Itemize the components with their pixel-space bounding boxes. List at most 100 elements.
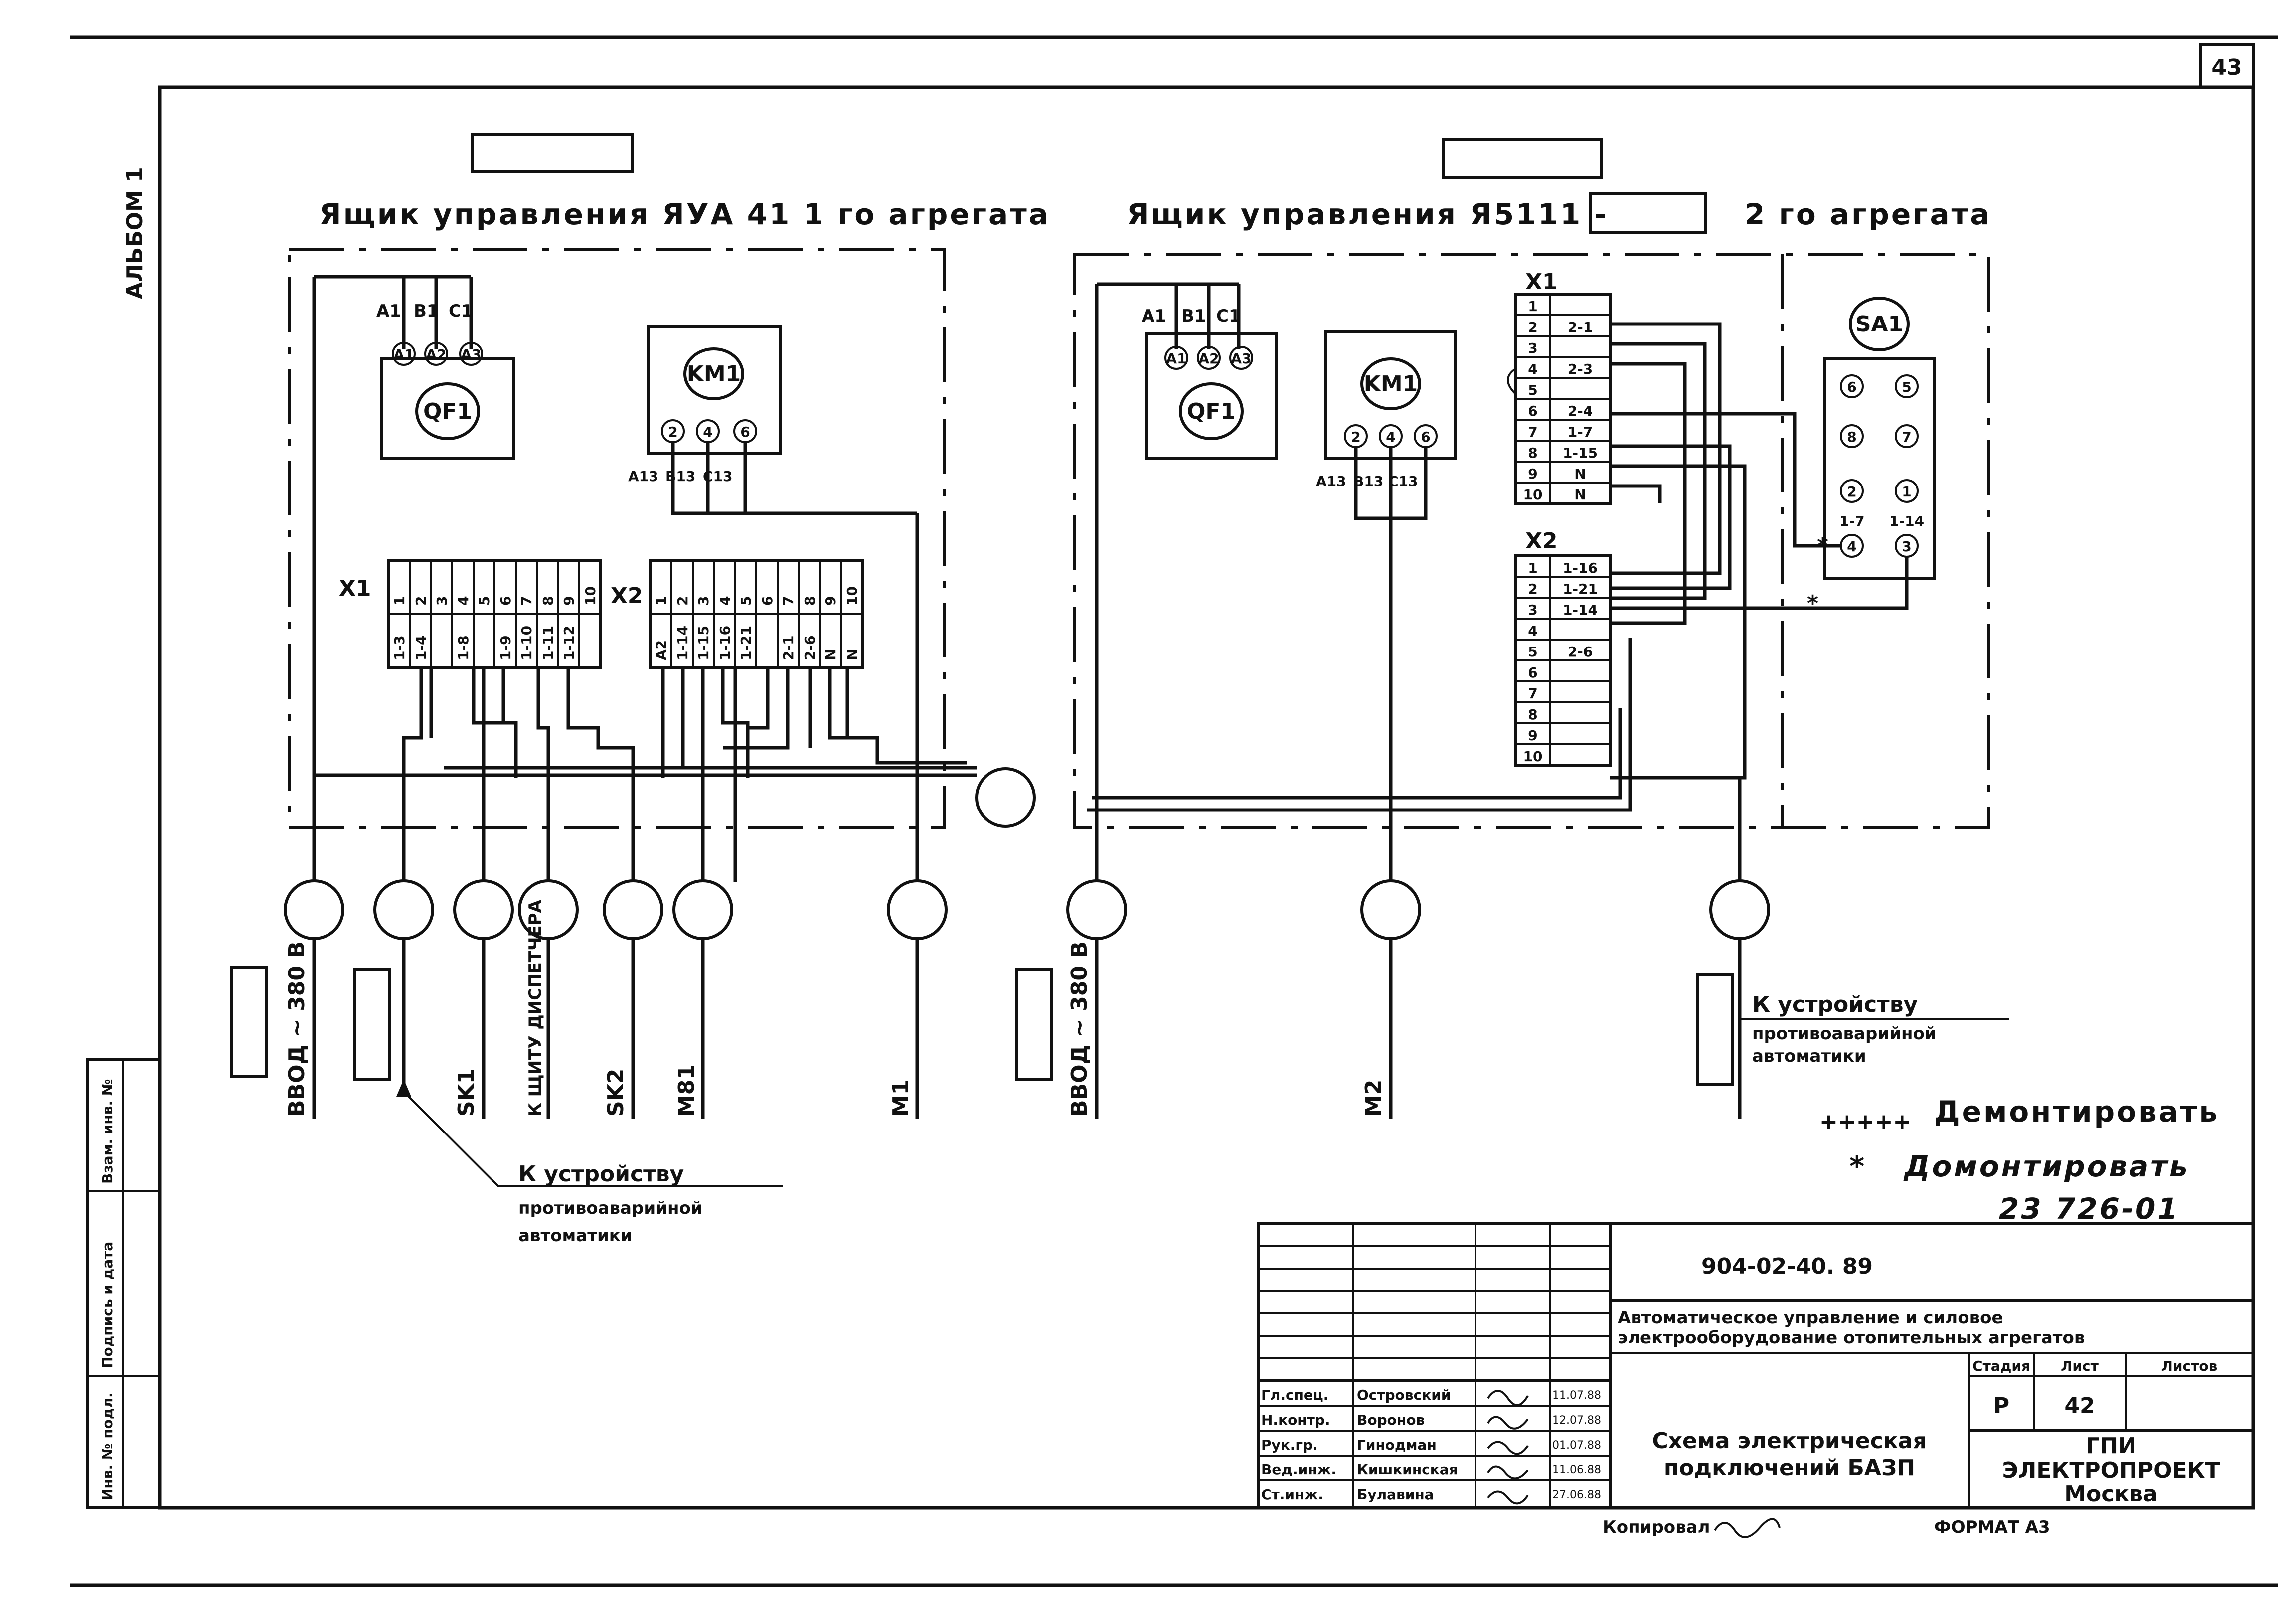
right-km1-terminal: 4 <box>1386 429 1395 445</box>
right-qf1-label: QF1 <box>1187 399 1236 424</box>
signature <box>1487 1490 1529 1505</box>
right-x1-mark: 2-3 <box>1568 361 1593 377</box>
signer-date: 12.07.88 <box>1552 1414 1601 1427</box>
signature <box>1487 1441 1529 1455</box>
right-x1-mark: N <box>1574 466 1586 482</box>
left-qf1-terminal: A1 <box>393 346 414 363</box>
org-name-2: ЭЛЕКТРОПРОЕКТ <box>2002 1458 2220 1483</box>
right-x1-number: 9 <box>1528 466 1537 482</box>
signer-date: 01.07.88 <box>1552 1439 1601 1452</box>
stamp-inv-number: Инв. № подл. <box>99 1392 116 1500</box>
cable-marker <box>1066 879 1127 940</box>
signer-date: 27.06.88 <box>1552 1489 1601 1501</box>
left-x2-terminal-block: 1 2 3 4 5 6 7 8 9 10 A2 1-14 1-15 1-16 1… <box>649 559 864 669</box>
left-x2-mark: N <box>844 649 860 660</box>
stamp-signature-date: Подпись и дата <box>99 1242 116 1368</box>
signer-date: 11.07.88 <box>1552 1389 1601 1402</box>
org-name-1: ГПИ <box>2086 1433 2136 1458</box>
left-km1-output-label: A13 <box>628 468 658 485</box>
copy-number: 23 726-01 <box>1999 1192 2180 1226</box>
sheet-corner-number: 43 <box>2211 55 2242 80</box>
sheet-title-2: подключений БАЗП <box>1664 1456 1915 1481</box>
emergency-right-line-3: автоматики <box>1752 1046 1866 1066</box>
document-code: 904-02-40. 89 <box>1701 1254 1873 1279</box>
right-x1-mark: N <box>1574 486 1586 503</box>
emergency-right-line-1: К устройству <box>1752 992 1918 1017</box>
left-x2-number: 6 <box>759 596 776 606</box>
right-qf1-terminal: A2 <box>1198 350 1219 367</box>
right-x1-mark: 2-1 <box>1568 319 1593 335</box>
left-qf1-breaker <box>380 357 515 460</box>
emergency-left-line-1: К устройству <box>518 1161 684 1187</box>
right-phase-a1: A1 <box>1142 306 1166 326</box>
stage-header: Стадия <box>1972 1358 2030 1374</box>
left-x1-number: 2 <box>413 596 429 606</box>
left-km1-contactor <box>647 325 782 455</box>
signer-role: Н.контр. <box>1261 1412 1330 1428</box>
left-x2-mark: N <box>822 649 839 660</box>
right-sa1-switch <box>1849 297 1910 351</box>
stamp-replaced-inv: Взам. инв. № <box>99 1079 116 1184</box>
sa1-contact: 8 <box>1847 429 1856 445</box>
left-x2-number: 10 <box>844 586 860 606</box>
signer-name: Воронов <box>1357 1412 1425 1428</box>
side-stamp: Инв. № подл. Подпись и дата Взам. инв. № <box>86 1058 161 1509</box>
sheet-value: 42 <box>2064 1393 2095 1419</box>
left-x2-number: 2 <box>674 596 691 606</box>
left-x2-label: X2 <box>611 583 643 609</box>
right-qf1-terminal: A3 <box>1231 350 1251 367</box>
left-km1-label: KM1 <box>687 361 741 387</box>
right-x1-terminal-block: 1 2 3 4 5 6 7 8 9 10 2-1 2-3 2-4 1-7 1-1… <box>1514 293 1612 505</box>
left-x2-number: 8 <box>802 596 818 606</box>
signer-role: Ст.инж. <box>1261 1486 1323 1503</box>
right-internal-wiring <box>1087 284 1909 882</box>
sa1-contact: 1 <box>1902 484 1911 500</box>
left-x2-mark: 1-16 <box>717 626 733 660</box>
legend-dismantle-text: Демонтировать <box>1934 1095 2219 1129</box>
legend-mount-symbol: * <box>1849 1149 1866 1183</box>
left-x1-mark: 1-8 <box>455 635 472 660</box>
left-x1-mark: 1-9 <box>497 635 514 660</box>
right-x2-mark: 1-21 <box>1563 581 1598 597</box>
left-phase-a1: A1 <box>376 301 401 321</box>
emergency-left-line-2: противоаварийной <box>518 1198 703 1218</box>
left-x2-mark: 1-14 <box>674 626 691 660</box>
signer-role: Гл.спец. <box>1261 1387 1328 1403</box>
sheet-header: Лист <box>2061 1358 2099 1374</box>
right-km1-terminal: 6 <box>1421 429 1430 445</box>
cable-marker <box>1360 879 1421 940</box>
left-x1-number: 10 <box>582 586 599 606</box>
sa1-contact: 2 <box>1847 484 1856 500</box>
right-phase-b1: B1 <box>1181 306 1206 326</box>
cable-marker <box>373 879 434 940</box>
stage-value: Р <box>1993 1393 2009 1419</box>
right-km1-output-label: A13 <box>1316 473 1346 489</box>
drawing-frame <box>158 85 2255 1510</box>
right-x2-mark: 1-16 <box>1563 560 1598 576</box>
cable-sk2: SK2 <box>603 1069 629 1117</box>
left-x1-terminal-block: 1 2 3 4 5 6 7 8 9 10 1-3 1-4 1-8 1-9 1-1… <box>387 559 602 669</box>
left-cabinet-outline <box>288 248 946 829</box>
right-cabinet: Ящик управления Я5111 - 2 го агрегата QF… <box>1073 138 1990 882</box>
cable-blank-box <box>353 968 391 1081</box>
format-label: ФОРМАТ А3 <box>1934 1517 2050 1537</box>
right-x1-number: 10 <box>1523 486 1543 503</box>
sa1-contact: 7 <box>1902 429 1911 445</box>
right-km1-output-label: B13 <box>1353 473 1383 489</box>
left-phase-b1: B1 <box>414 301 439 321</box>
signature <box>1487 1416 1529 1430</box>
signer-name: Кишкинская <box>1357 1461 1458 1478</box>
left-km1-terminal: 6 <box>740 424 750 440</box>
cable-blank-box <box>1015 968 1053 1081</box>
left-km1-terminal: 4 <box>703 424 712 440</box>
right-x1-number: 2 <box>1528 319 1537 335</box>
left-x2-mark: 2-1 <box>780 635 797 660</box>
right-km1-label: KM1 <box>1364 371 1418 397</box>
left-x1-mark: 1-10 <box>518 626 535 660</box>
right-phase-c1: C1 <box>1216 306 1241 326</box>
right-qf1-terminal: A1 <box>1166 350 1186 367</box>
emergency-left-line-3: автоматики <box>518 1226 633 1246</box>
sheets-header: Листов <box>2161 1358 2218 1374</box>
right-x1-number: 7 <box>1528 424 1537 440</box>
